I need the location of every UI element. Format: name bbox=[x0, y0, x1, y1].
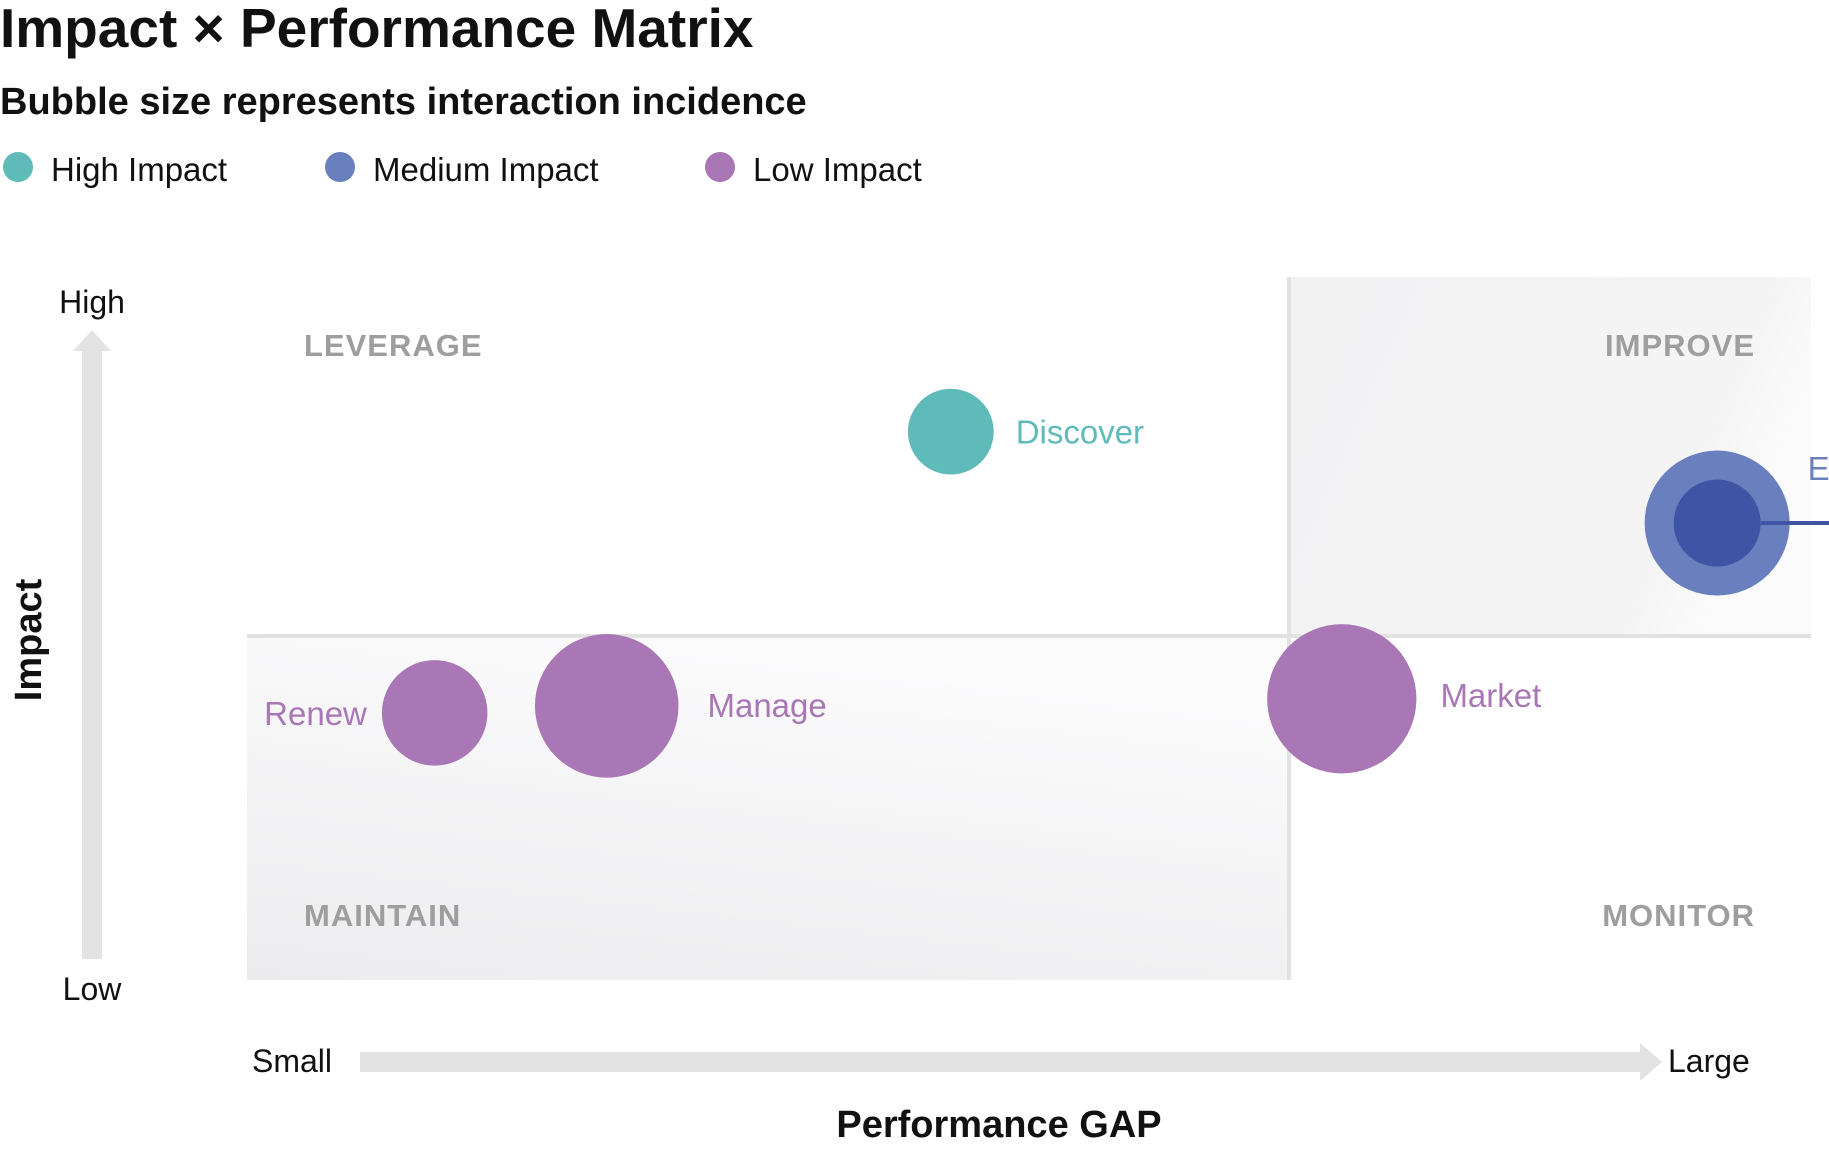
quadrant-label-maintain: MAINTAIN bbox=[304, 898, 461, 933]
x-axis-small-label: Small bbox=[252, 1043, 332, 1079]
legend-swatch-low-impact bbox=[705, 152, 735, 182]
legend-swatch-high-impact bbox=[3, 152, 33, 182]
y-axis-arrow-shaft bbox=[82, 350, 102, 959]
legend-swatch-medium-impact bbox=[325, 152, 355, 182]
quadrant-label-improve: IMPROVE bbox=[1605, 328, 1755, 363]
bubble-market bbox=[1267, 624, 1417, 774]
bubble-label-market: Market bbox=[1440, 677, 1541, 714]
chart-title: Impact × Performance Matrix bbox=[0, 0, 754, 59]
y-axis-arrow-head bbox=[73, 330, 111, 351]
quadrant-label-leverage: LEVERAGE bbox=[304, 328, 483, 363]
legend-label-high-impact: High Impact bbox=[51, 151, 227, 188]
bubble-renew bbox=[381, 660, 488, 766]
legend-label-medium-impact: Medium Impact bbox=[373, 151, 599, 188]
bubble-label-enroll: Enroll bbox=[1808, 450, 1829, 487]
chart-subtitle: Bubble size represents interaction incid… bbox=[0, 81, 807, 123]
y-axis-low-label: Low bbox=[63, 971, 123, 1007]
legend: High Impact Medium Impact Low Impact bbox=[3, 151, 922, 188]
legend-label-low-impact: Low Impact bbox=[753, 151, 922, 188]
quadrant-label-monitor: MONITOR bbox=[1602, 898, 1755, 933]
y-axis-high-label: High bbox=[59, 284, 125, 320]
bubble-label-renew: Renew bbox=[264, 695, 367, 732]
y-axis: High Low Impact bbox=[8, 284, 125, 1007]
bubble-layer: MarketEnrollManageRenewServiceDiscover bbox=[264, 388, 1829, 778]
y-axis-title: Impact bbox=[8, 578, 50, 701]
x-axis-arrow-head bbox=[1640, 1043, 1662, 1081]
bubble-label-discover: Discover bbox=[1016, 414, 1144, 451]
bubble-manage bbox=[534, 634, 679, 778]
x-axis-title: Performance GAP bbox=[836, 1104, 1161, 1146]
bubble-label-manage: Manage bbox=[707, 687, 826, 724]
x-axis: Small Large Performance GAP bbox=[252, 1043, 1750, 1146]
bubble-service bbox=[1673, 479, 1761, 567]
bubble-discover bbox=[907, 388, 994, 475]
x-axis-arrow-shaft bbox=[360, 1052, 1640, 1072]
plot-area bbox=[247, 277, 1811, 980]
x-axis-large-label: Large bbox=[1668, 1043, 1750, 1079]
